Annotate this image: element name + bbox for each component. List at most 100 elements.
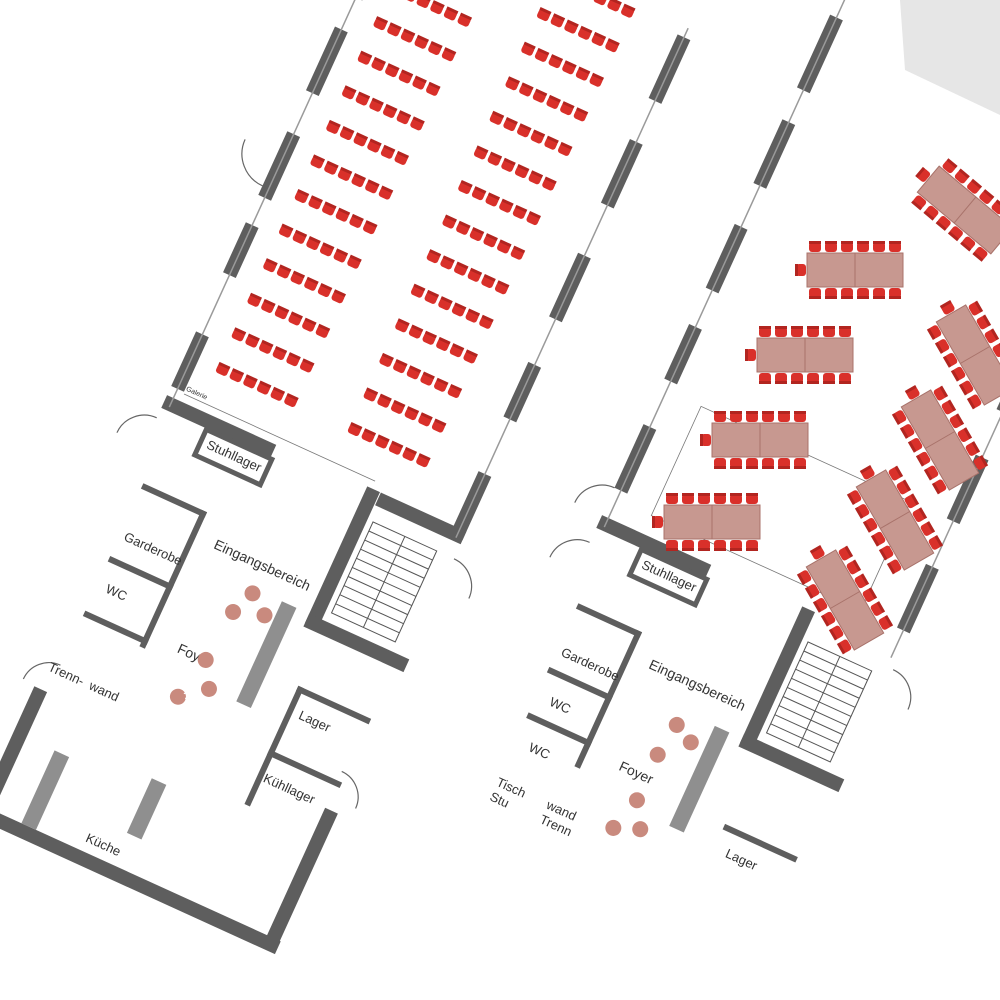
seat (889, 288, 901, 299)
seat (276, 264, 292, 279)
seat (438, 296, 453, 311)
seat (351, 173, 366, 188)
seat (591, 31, 607, 46)
seat (939, 300, 955, 315)
seat (501, 157, 516, 172)
seat (505, 76, 521, 91)
wc-label: WC (104, 581, 130, 604)
seat (243, 374, 258, 389)
seat (698, 493, 710, 504)
seat (557, 141, 573, 156)
seat (934, 339, 950, 354)
garderobe-label: Garderobe (122, 529, 185, 568)
seat (933, 385, 949, 401)
seat (449, 343, 465, 358)
seat (414, 34, 430, 49)
seat (467, 267, 483, 282)
banquet-table (745, 326, 854, 384)
seat (759, 326, 771, 337)
foyer-table (682, 734, 699, 751)
upright-banquet-tables (652, 158, 1000, 655)
seat (410, 116, 425, 131)
seat (503, 117, 518, 132)
banquet-table (926, 300, 1000, 410)
seat (870, 601, 886, 616)
seat (387, 22, 402, 37)
seat (857, 288, 869, 299)
seat (775, 326, 787, 337)
seat (745, 349, 756, 361)
trennwand-label-a: Trenn- (46, 659, 87, 688)
seat (730, 458, 742, 469)
kitchen-counter-left (21, 750, 70, 830)
seat (494, 280, 510, 295)
kuehllager-label: Kühllager (261, 770, 318, 807)
hall-right-windows (603, 0, 1000, 659)
seat (912, 507, 928, 523)
wc-label-right-1: WC (547, 694, 573, 717)
seat (942, 352, 958, 368)
seat (378, 185, 394, 200)
seat (406, 365, 422, 380)
seat (440, 255, 455, 270)
galerie-label: Galerie (185, 386, 209, 402)
seat (337, 166, 353, 181)
seat (436, 336, 451, 351)
seat (828, 625, 844, 641)
seat (593, 0, 607, 6)
seat (375, 434, 390, 449)
seat (904, 493, 920, 509)
seat (363, 220, 378, 235)
seat (809, 545, 825, 560)
hall-right-stairs (765, 641, 873, 763)
seat (483, 233, 498, 248)
seat (408, 324, 424, 339)
seat (412, 75, 427, 90)
seat (458, 179, 473, 194)
seat (526, 211, 541, 226)
seat (431, 418, 447, 433)
seat (373, 16, 389, 31)
seat (926, 325, 942, 341)
foyer-table (605, 819, 622, 836)
seat (746, 540, 758, 551)
seat (942, 158, 958, 174)
seat (288, 311, 303, 326)
seat (809, 241, 821, 252)
seat (322, 201, 337, 216)
theke-counter (236, 601, 297, 708)
seat (878, 614, 894, 630)
seat (931, 479, 947, 495)
seat (825, 288, 837, 299)
seat (854, 504, 870, 519)
foyer-table (225, 603, 242, 620)
hall-left: Galerie Stuhllager Eingangsbereich Garde… (0, 0, 691, 955)
seat (928, 534, 944, 550)
seat (820, 611, 836, 627)
seat (416, 0, 432, 8)
seat (400, 28, 416, 43)
seat (534, 47, 550, 62)
seat (577, 25, 593, 40)
seat (839, 373, 851, 384)
seat (317, 283, 333, 298)
seat (402, 446, 418, 461)
seat (272, 345, 288, 360)
lager-label-right: Lager (723, 846, 760, 874)
seat (342, 85, 357, 100)
seat (530, 129, 546, 144)
seat (746, 493, 758, 504)
seat (804, 584, 820, 599)
seat (347, 254, 362, 269)
seat (666, 540, 678, 551)
foyer-table (256, 607, 273, 624)
seat (256, 380, 272, 395)
seat (991, 199, 1000, 215)
left-foyer-tables (169, 585, 273, 705)
seat (469, 226, 485, 241)
left-seat-block (215, 0, 636, 468)
seat (958, 380, 974, 396)
seat (308, 195, 323, 210)
seat (873, 288, 885, 299)
